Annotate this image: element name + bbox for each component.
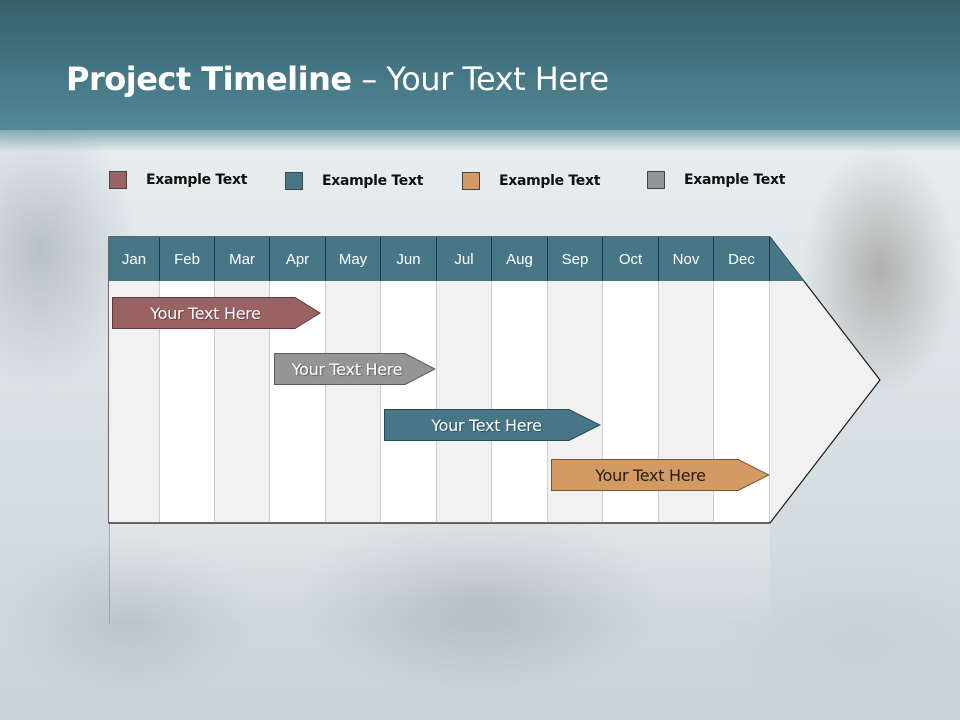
arrow-shape (274, 353, 436, 385)
legend-swatch-red (109, 171, 127, 189)
legend-label: Example Text (684, 172, 786, 188)
legend-swatch-gray (647, 171, 665, 189)
month-oct: Oct (603, 237, 659, 281)
title-bold: Project Timeline (66, 60, 352, 98)
month-header-row: Jan Feb Mar Apr May Jun Jul Aug Sep Oct … (109, 237, 770, 281)
legend-label: Example Text (322, 173, 424, 189)
title-banner (0, 0, 960, 130)
month-jan: Jan (109, 237, 160, 281)
slide-title: Project Timeline – Your Text Here (66, 60, 609, 98)
month-mar: Mar (215, 237, 270, 281)
arrow-shape (384, 409, 601, 441)
legend-item-red: Example Text (109, 171, 247, 189)
bar-label: Your Text Here (291, 359, 403, 379)
month-nov: Nov (659, 237, 714, 281)
timeline-bar-red: Your Text Here (112, 297, 321, 329)
month-column (437, 281, 492, 522)
legend-item-orange: Example Text (462, 172, 600, 190)
timeline-bar-orange: Your Text Here (551, 459, 770, 491)
legend-item-teal: Example Text (285, 172, 423, 190)
bar-label: Your Text Here (150, 303, 261, 323)
month-column (492, 281, 548, 522)
month-apr: Apr (270, 237, 326, 281)
month-column (381, 281, 437, 522)
month-sep: Sep (548, 237, 603, 281)
legend-label: Example Text (499, 173, 601, 189)
month-jul: Jul (437, 237, 492, 281)
banner-fade (0, 122, 960, 152)
month-jun: Jun (381, 237, 437, 281)
legend-swatch-orange (462, 172, 480, 190)
month-aug: Aug (492, 237, 548, 281)
month-may: May (326, 237, 381, 281)
legend-item-gray: Example Text (647, 171, 785, 189)
legend-label: Example Text (146, 172, 248, 188)
arrow-shape (112, 297, 321, 329)
month-column (326, 281, 381, 522)
month-feb: Feb (160, 237, 215, 281)
timeline-bar-gray: Your Text Here (274, 353, 436, 385)
arrow-shape (551, 459, 770, 491)
legend-swatch-teal (285, 172, 303, 190)
chart-reflection (109, 524, 770, 624)
bar-label: Your Text Here (595, 465, 706, 485)
timeline-bar-teal: Your Text Here (384, 409, 601, 441)
bar-label: Your Text Here (431, 415, 542, 435)
title-rest: – Your Text Here (351, 60, 609, 98)
month-dec: Dec (714, 237, 770, 281)
